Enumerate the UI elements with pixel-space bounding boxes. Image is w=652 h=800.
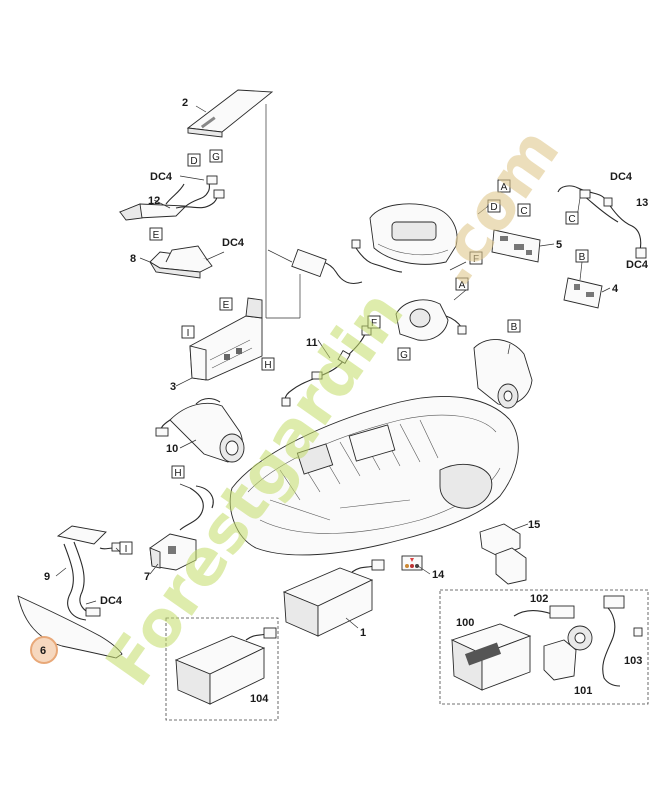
connector-g-11: G bbox=[397, 347, 411, 361]
callout-4: 4 bbox=[612, 283, 619, 295]
callout-100: 100 bbox=[456, 617, 474, 629]
part-103-cable[interactable] bbox=[602, 595, 643, 687]
callout-1: 1 bbox=[360, 627, 366, 639]
callout-8: 8 bbox=[130, 253, 136, 265]
part-8-bracket[interactable] bbox=[149, 245, 213, 279]
callout-2: 2 bbox=[182, 97, 188, 109]
part-12-cable-harness[interactable] bbox=[118, 175, 225, 221]
callout-9: 9 bbox=[44, 571, 50, 583]
svg-text:A: A bbox=[501, 182, 508, 193]
connector-f-mid: F bbox=[469, 251, 483, 265]
option-box-100-103 bbox=[439, 589, 649, 705]
svg-text:D: D bbox=[490, 202, 497, 213]
part-11-wire-harness[interactable] bbox=[281, 325, 372, 407]
svg-text:H: H bbox=[264, 360, 271, 371]
watermark-dot-com: .com bbox=[414, 115, 574, 299]
part-14-warning-label[interactable] bbox=[401, 555, 423, 571]
callout-104: 104 bbox=[250, 693, 269, 705]
connector-h-3: H bbox=[261, 357, 275, 371]
part-10-drive-motor[interactable] bbox=[155, 397, 245, 463]
callout-6: 6 bbox=[40, 645, 46, 657]
callout-numbers: 2 12 8 3 11 10 7 9 5 4 13 15 14 1 104 10… bbox=[44, 97, 648, 705]
connector-h-7: H bbox=[171, 465, 185, 479]
svg-text:C: C bbox=[568, 214, 575, 225]
svg-text:D: D bbox=[190, 156, 197, 167]
connector-i-3: I bbox=[181, 325, 195, 339]
chassis-body[interactable] bbox=[229, 395, 519, 556]
part-104-battery[interactable] bbox=[174, 627, 277, 705]
part-102-charging-connector[interactable] bbox=[513, 605, 593, 651]
connector-c-top: C bbox=[517, 203, 531, 217]
callout-7: 7 bbox=[144, 571, 150, 583]
connector-c-13: C bbox=[565, 211, 579, 225]
callout-15: 15 bbox=[528, 519, 540, 531]
svg-text:F: F bbox=[371, 318, 377, 329]
svg-text:A: A bbox=[459, 280, 466, 291]
center-motor-unit[interactable] bbox=[395, 299, 467, 341]
callout-6-highlight[interactable]: 6 bbox=[30, 636, 58, 664]
right-drive-motor[interactable] bbox=[473, 339, 533, 409]
callout-101: 101 bbox=[574, 685, 592, 697]
part-5-main-pcb[interactable] bbox=[491, 229, 541, 263]
svg-text:I: I bbox=[187, 328, 190, 339]
connector-e-3: E bbox=[219, 297, 233, 311]
callout-102: 102 bbox=[530, 593, 548, 605]
connector-e-12: E bbox=[149, 227, 163, 241]
part-2-cover-plate[interactable] bbox=[186, 89, 274, 138]
connector-dc4-9: DC4 bbox=[100, 595, 123, 607]
svg-text:E: E bbox=[153, 230, 160, 241]
callout-103: 103 bbox=[624, 655, 642, 667]
callout-13: 13 bbox=[636, 197, 648, 209]
part-4-sensor-pcb[interactable] bbox=[563, 277, 603, 309]
display-console[interactable] bbox=[369, 203, 458, 265]
connector-d-top: D bbox=[487, 199, 501, 213]
connector-b-4: B bbox=[575, 249, 589, 263]
callout-3: 3 bbox=[170, 381, 176, 393]
svg-text:B: B bbox=[511, 322, 518, 333]
connector-a-mid: A bbox=[455, 277, 469, 291]
connector-f-11: F bbox=[367, 315, 381, 329]
callout-12: 12 bbox=[148, 195, 160, 207]
svg-text:F: F bbox=[473, 254, 479, 265]
option-box-104 bbox=[165, 617, 279, 721]
part-15-sensor-bracket[interactable] bbox=[479, 523, 527, 585]
callout-10: 10 bbox=[166, 443, 178, 455]
part-3-electronics-housing[interactable] bbox=[189, 297, 263, 381]
connector-a-top: A bbox=[497, 179, 511, 193]
connector-dc4-13a: DC4 bbox=[610, 171, 633, 183]
svg-text:G: G bbox=[212, 152, 220, 163]
connector-dc4-13b: DC4 bbox=[626, 259, 649, 271]
callout-11: 11 bbox=[306, 337, 318, 349]
cable-loom-center[interactable] bbox=[291, 239, 403, 285]
connector-b-mid: B bbox=[507, 319, 521, 333]
connector-dc4-8: DC4 bbox=[222, 237, 245, 249]
svg-text:C: C bbox=[520, 206, 527, 217]
svg-text:B: B bbox=[579, 252, 586, 263]
svg-text:E: E bbox=[223, 300, 230, 311]
callout-5: 5 bbox=[556, 239, 562, 251]
part-100-battery-pack[interactable] bbox=[450, 623, 532, 691]
connector-dc4-12: DC4 bbox=[150, 171, 173, 183]
part-1-battery[interactable] bbox=[282, 559, 385, 637]
svg-text:G: G bbox=[400, 350, 408, 361]
part-9-cable[interactable] bbox=[56, 525, 121, 621]
connector-i-9: I bbox=[119, 541, 133, 555]
connector-d-12: D bbox=[187, 153, 201, 167]
part-101-bracket[interactable] bbox=[543, 639, 577, 681]
part-13-cable-harness[interactable] bbox=[557, 185, 647, 259]
connector-g-12: G bbox=[209, 149, 223, 163]
callout-14: 14 bbox=[432, 569, 445, 581]
connector-labels: DC4 DC4 DC4 DC4 DC4 D G E E I H A D C F … bbox=[100, 149, 649, 607]
part-7-mount-bracket[interactable] bbox=[149, 485, 214, 571]
svg-text:H: H bbox=[174, 468, 181, 479]
svg-text:I: I bbox=[125, 544, 128, 555]
